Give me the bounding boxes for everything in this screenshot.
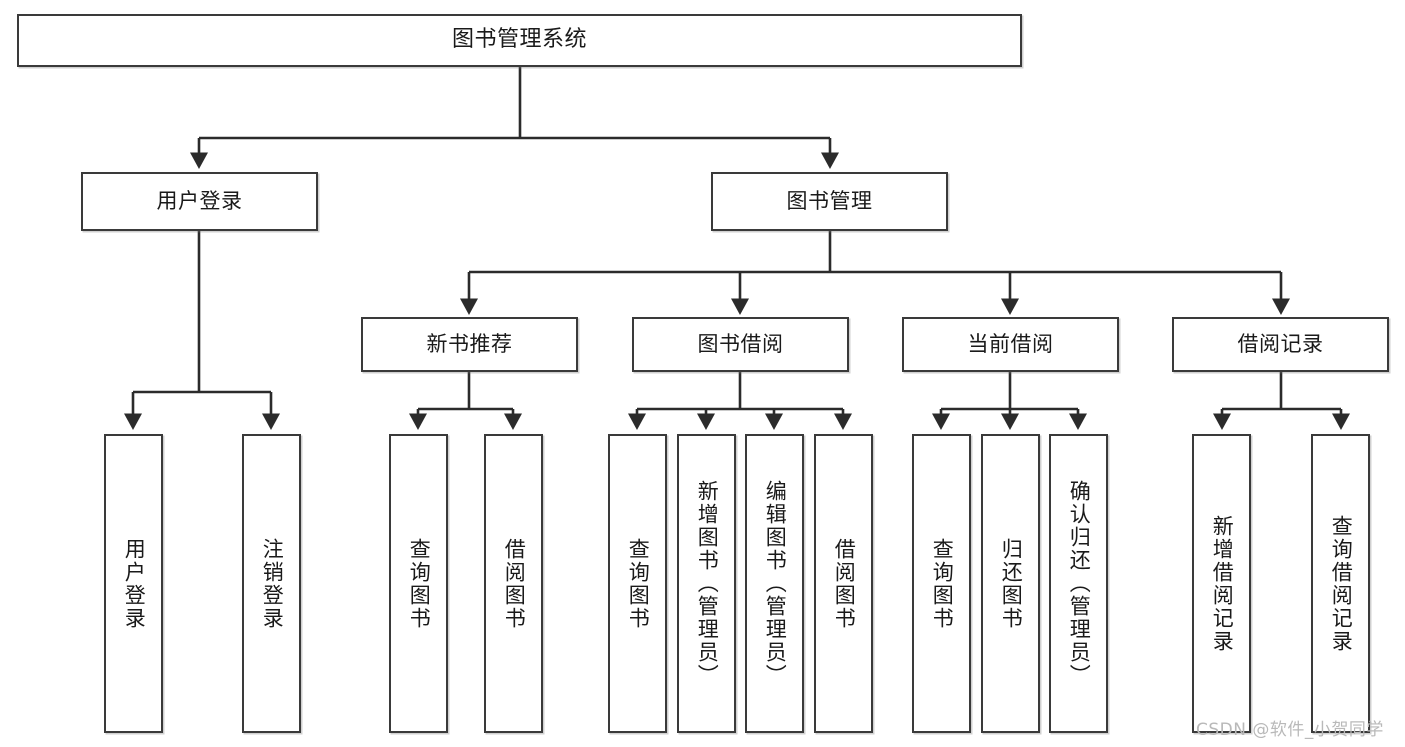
node-label: 借阅记录 bbox=[1237, 331, 1324, 356]
node-borrow-record[interactable]: 借阅记录 bbox=[1172, 317, 1389, 372]
leaf-book-borrow-query-book[interactable]: 查询图书 bbox=[608, 434, 667, 733]
leaf-borrow-record-add-record[interactable]: 新增借阅记录 bbox=[1192, 434, 1251, 733]
leaf-user-login-logout[interactable]: 注销登录 bbox=[242, 434, 301, 733]
node-label: 查询图书 bbox=[930, 537, 955, 630]
leaf-new-book-borrow-book[interactable]: 借阅图书 bbox=[484, 434, 543, 733]
leaf-current-borrow-query-book[interactable]: 查询图书 bbox=[912, 434, 971, 733]
leaf-borrow-record-query-record[interactable]: 查询借阅记录 bbox=[1311, 434, 1370, 733]
node-label: 图书借阅 bbox=[697, 331, 784, 356]
node-label: 新增借阅记录 bbox=[1210, 514, 1235, 653]
leaf-new-book-query-book[interactable]: 查询图书 bbox=[389, 434, 448, 733]
leaf-book-borrow-edit-book-admin[interactable]: 编辑图书（管理员） bbox=[745, 434, 804, 733]
node-label: 归还图书 bbox=[999, 537, 1024, 630]
node-label: 确认归还（管理员） bbox=[1067, 480, 1092, 687]
node-label: 当前借阅 bbox=[967, 331, 1054, 356]
node-label: 用户登录 bbox=[122, 537, 147, 630]
node-label: 图书管理 bbox=[786, 188, 873, 213]
node-label: 注销登录 bbox=[260, 537, 285, 630]
node-book-management[interactable]: 图书管理 bbox=[711, 172, 948, 231]
node-root-library-management-system[interactable]: 图书管理系统 bbox=[17, 14, 1022, 67]
node-label: 借阅图书 bbox=[502, 537, 527, 630]
leaf-book-borrow-borrow-book[interactable]: 借阅图书 bbox=[814, 434, 873, 733]
node-label: 借阅图书 bbox=[832, 537, 857, 630]
leaf-user-login-login[interactable]: 用户登录 bbox=[104, 434, 163, 733]
node-label: 图书管理系统 bbox=[451, 27, 587, 53]
leaf-current-borrow-return-book[interactable]: 归还图书 bbox=[981, 434, 1040, 733]
node-current-borrow[interactable]: 当前借阅 bbox=[902, 317, 1119, 372]
node-label: 新书推荐 bbox=[426, 331, 513, 356]
node-book-borrow[interactable]: 图书借阅 bbox=[632, 317, 849, 372]
node-label: 新增图书（管理员） bbox=[695, 480, 720, 687]
node-label: 用户登录 bbox=[156, 188, 243, 213]
node-new-book-recommend[interactable]: 新书推荐 bbox=[361, 317, 578, 372]
node-label: 编辑图书（管理员） bbox=[763, 480, 788, 687]
leaf-current-borrow-confirm-return-admin[interactable]: 确认归还（管理员） bbox=[1049, 434, 1108, 733]
node-user-login[interactable]: 用户登录 bbox=[81, 172, 318, 231]
node-label: 查询图书 bbox=[407, 537, 432, 630]
leaf-book-borrow-add-book-admin[interactable]: 新增图书（管理员） bbox=[677, 434, 736, 733]
node-label: 查询借阅记录 bbox=[1329, 514, 1354, 653]
node-label: 查询图书 bbox=[626, 537, 651, 630]
csdn-watermark: CSDN @软件_小贺同学 bbox=[1196, 720, 1384, 740]
